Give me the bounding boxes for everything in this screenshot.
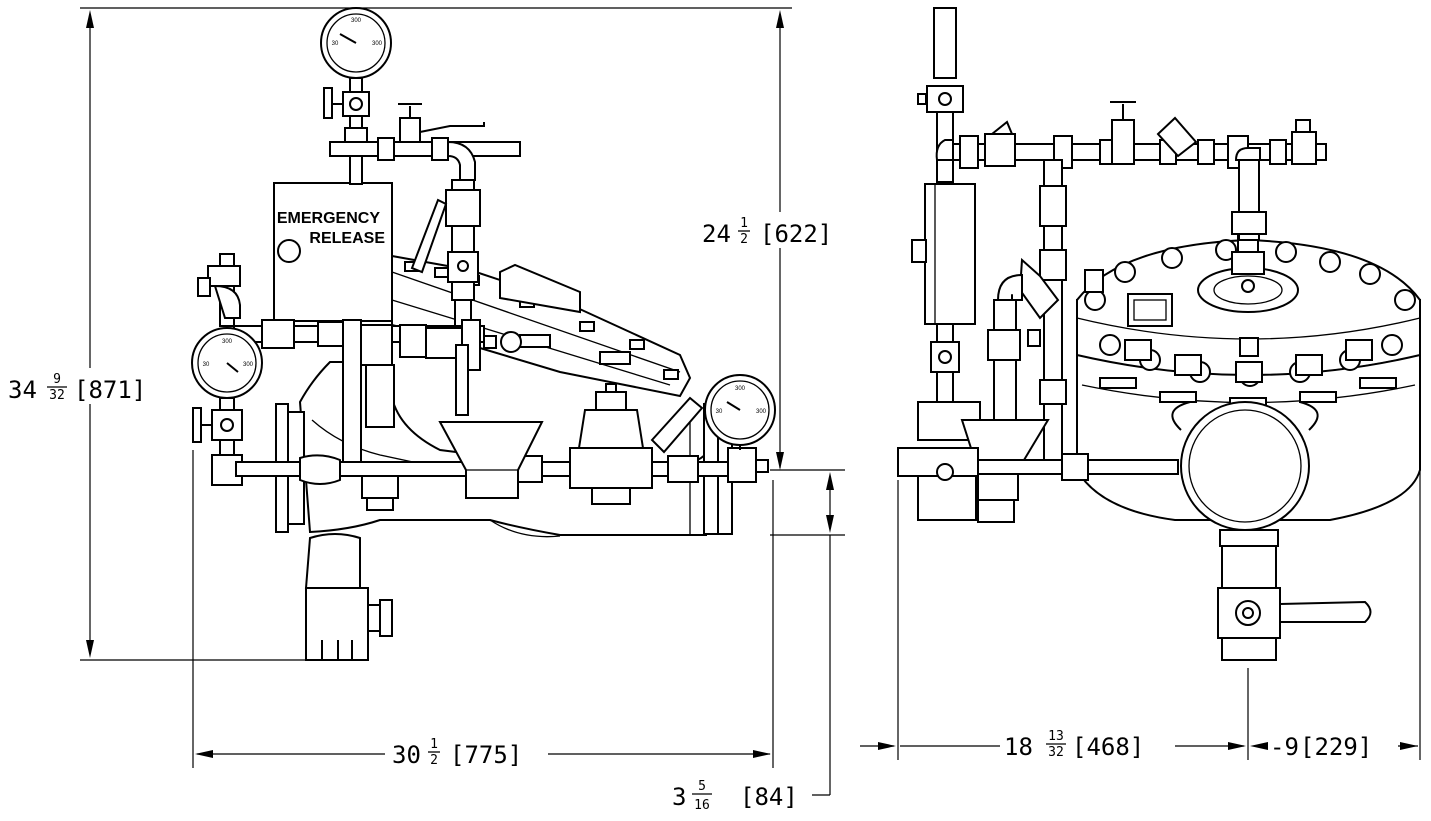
- svg-text:13: 13: [1048, 729, 1064, 744]
- svg-text:[622]: [622]: [760, 220, 832, 248]
- side-gauge-housing: [933, 7, 957, 79]
- front-view: EMERGENCY RELEASE 300 30 300: [191, 7, 776, 661]
- svg-text:9: 9: [53, 372, 61, 387]
- handle-lever: [419, 122, 485, 133]
- svg-text:32: 32: [1048, 745, 1064, 760]
- svg-text:5: 5: [698, 779, 706, 794]
- inspection-plate: [1127, 293, 1173, 327]
- svg-text:30: 30: [716, 409, 723, 415]
- svg-text:-9: -9: [1270, 733, 1299, 761]
- pressure-gauge-top: 300 30 300: [320, 7, 392, 79]
- svg-text:16: 16: [694, 798, 710, 813]
- ball-valve-handle: [1279, 600, 1372, 623]
- svg-text:32: 32: [49, 388, 65, 403]
- pressure-gauge-left: 300 30 300: [191, 327, 263, 399]
- svg-text:300: 300: [243, 362, 254, 368]
- svg-text:[84]: [84]: [740, 783, 798, 811]
- dim-side-offset: -9 [229]: [1270, 733, 1372, 761]
- svg-text:34: 34: [8, 376, 37, 404]
- side-release-cabinet: [924, 183, 976, 325]
- svg-text:3: 3: [672, 783, 686, 811]
- dim-lower-offset: 3 5 16 [84]: [672, 779, 798, 813]
- svg-text:1: 1: [740, 216, 748, 231]
- dimension-lines: [80, 7, 1421, 796]
- svg-text:300: 300: [756, 409, 767, 415]
- pressure-gauge-right: 300 30 300: [704, 374, 776, 450]
- svg-text:2: 2: [740, 232, 748, 247]
- svg-text:300: 300: [735, 386, 746, 392]
- cabinet-label-line2: RELEASE: [309, 230, 385, 247]
- svg-text:30: 30: [332, 41, 339, 47]
- svg-text:30: 30: [203, 362, 210, 368]
- dim-front-width: 30 1 2 [775]: [392, 737, 522, 769]
- drain-outlet-front: [304, 533, 361, 589]
- svg-text:2: 2: [430, 753, 438, 768]
- svg-text:24: 24: [702, 220, 731, 248]
- side-drain-collar: [1219, 529, 1279, 547]
- svg-text:300: 300: [222, 339, 233, 345]
- pressure-reducing-valve: [569, 447, 653, 489]
- cover-plate: [499, 263, 581, 314]
- svg-text:300: 300: [372, 41, 383, 47]
- dim-side-width: 18 13 32 [468]: [1004, 729, 1144, 761]
- cabinet-knob-icon: [277, 239, 301, 263]
- cabinet-label-line1: EMERGENCY: [277, 210, 380, 227]
- svg-text:300: 300: [351, 18, 362, 24]
- dim-upper-height: 24 1 2 [622]: [702, 216, 832, 248]
- svg-text:[468]: [468]: [1072, 733, 1144, 761]
- svg-text:[229]: [229]: [1300, 733, 1372, 761]
- svg-text:18: 18: [1004, 733, 1033, 761]
- front-trim-pipe: [329, 141, 521, 157]
- svg-text:[871]: [871]: [74, 376, 146, 404]
- side-view: [897, 7, 1421, 661]
- svg-text:1: 1: [430, 737, 438, 752]
- svg-text:30: 30: [392, 741, 421, 769]
- side-port: [1180, 401, 1310, 531]
- dim-overall-height: 34 9 32 [871]: [8, 372, 146, 404]
- svg-text:[775]: [775]: [450, 741, 522, 769]
